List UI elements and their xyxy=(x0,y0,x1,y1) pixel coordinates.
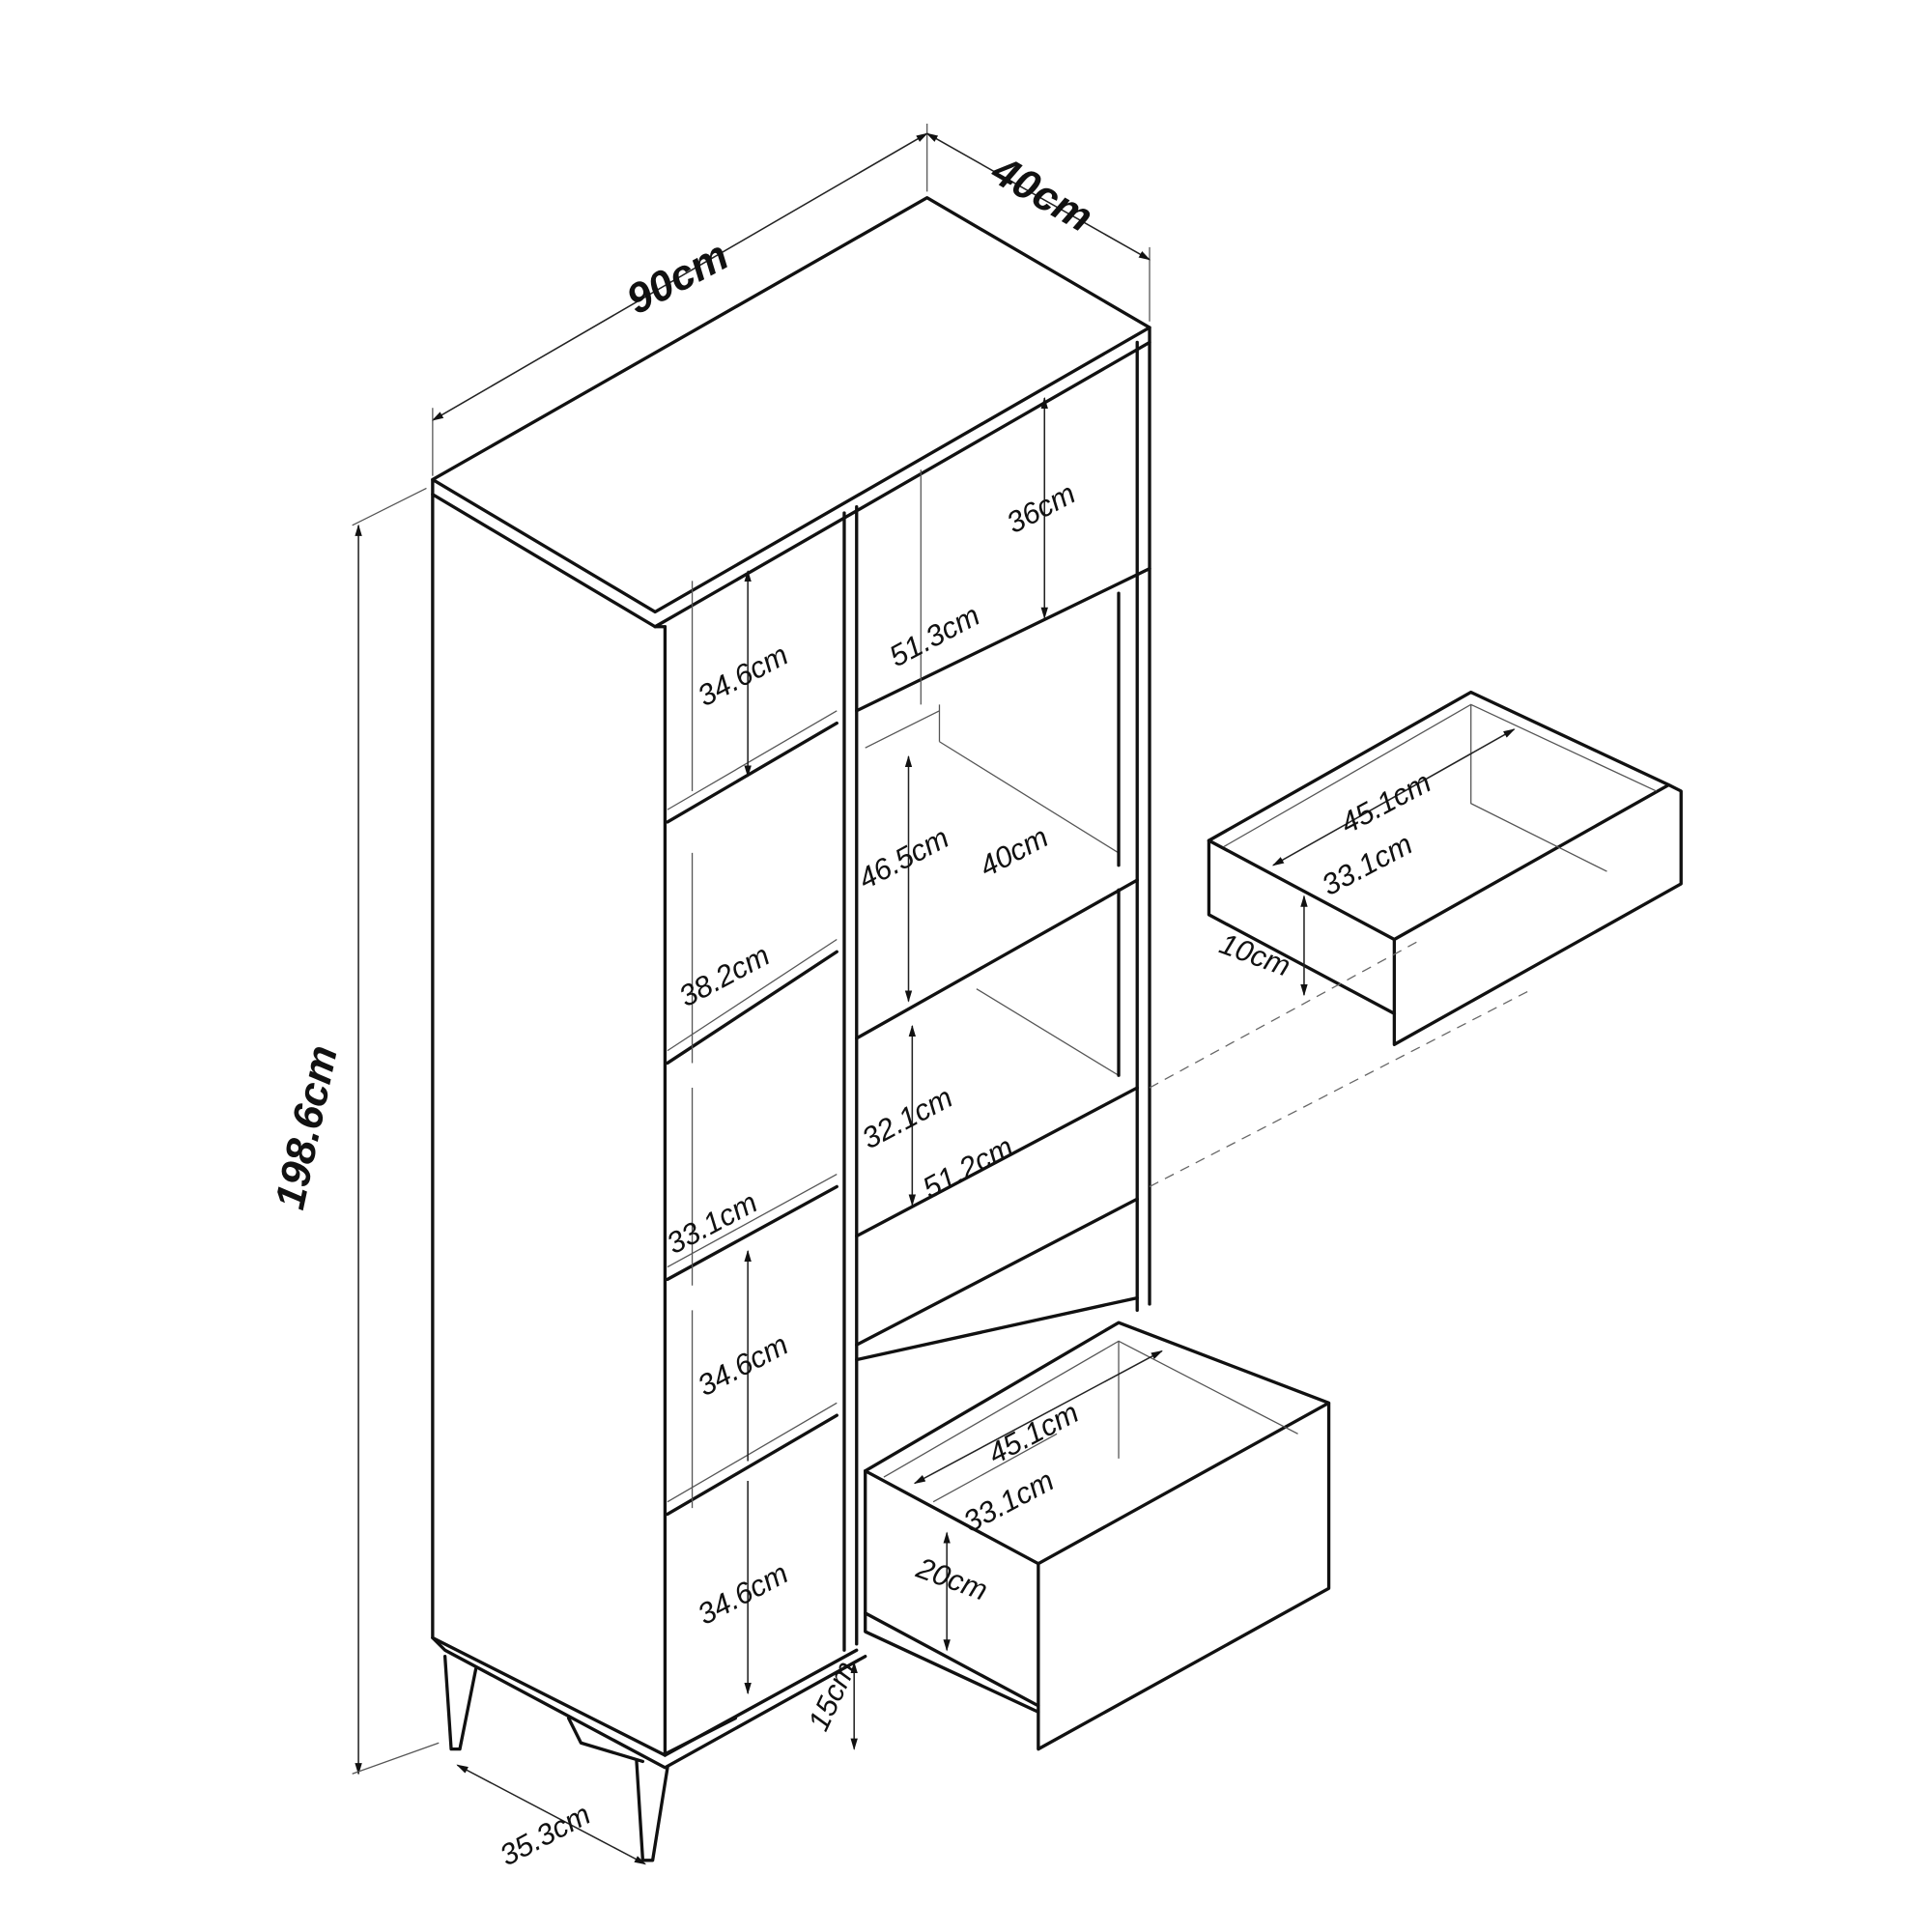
large-drawer-height-label: 20cm xyxy=(912,1550,992,1607)
left-shelf-width-label: 33.1cm xyxy=(661,1185,762,1261)
width-label: 90cm xyxy=(619,233,736,325)
right-top-height-label: 36cm xyxy=(1001,476,1081,540)
right-lower-width-label: 51.2cm xyxy=(917,1129,1018,1205)
dimension-lines xyxy=(352,123,1516,1865)
small-drawer-width-label: 45.1cm xyxy=(1335,765,1436,840)
left-compartment-5-label: 34.6cm xyxy=(692,1556,793,1632)
small-drawer-height-label: 10cm xyxy=(1215,926,1295,983)
small-drawer-depth-label: 33.1cm xyxy=(1316,827,1417,902)
large-drawer-width-label: 45.1cm xyxy=(982,1395,1084,1470)
depth-label: 40cm xyxy=(983,147,1100,242)
cabinet-body xyxy=(431,196,1151,1862)
left-compartment-1-label: 34.6cm xyxy=(692,638,793,713)
right-top-width-label: 51.3cm xyxy=(884,598,985,673)
dimension-labels: 90cm 40cm 198.6cm 35.3cm 15cm 34.6cm 38.… xyxy=(267,147,1436,1872)
large-drawer-depth-label: 33.1cm xyxy=(957,1463,1059,1539)
leg-height-label: 15cm xyxy=(801,1656,862,1736)
leg-span-label: 35.3cm xyxy=(494,1797,595,1872)
right-middle-depth-label: 40cm xyxy=(974,820,1054,884)
left-compartment-4-label: 34.6cm xyxy=(692,1327,793,1403)
right-middle-height-label: 46.5cm xyxy=(853,820,954,895)
height-label: 198.6cm xyxy=(267,1041,347,1213)
right-lower-height-label: 32.1cm xyxy=(856,1080,957,1155)
